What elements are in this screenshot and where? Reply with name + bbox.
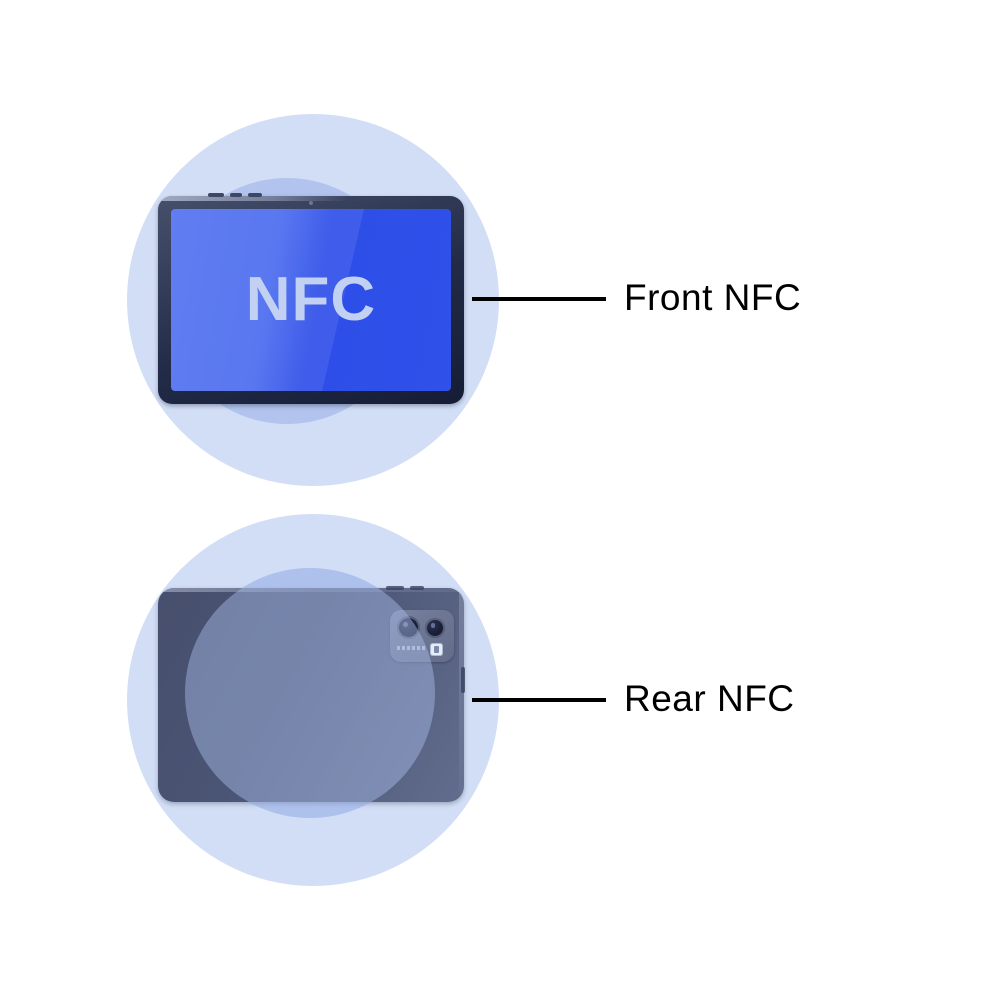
front-nfc-label: Front NFC xyxy=(624,277,802,318)
rear-camera-module xyxy=(390,610,454,662)
front-nfc-illustration: NFC Front NFC xyxy=(127,114,802,486)
front-nfc-leader-line xyxy=(472,297,606,301)
rear-tablet-device xyxy=(158,588,464,802)
front-top-button-icon-3 xyxy=(248,193,262,197)
camera-lens-icon-2 xyxy=(425,618,445,638)
rear-nfc-leader-line xyxy=(472,698,606,702)
camera-flash-icon xyxy=(430,643,443,656)
camera-lens-icon xyxy=(397,616,420,639)
front-bezel-highlight xyxy=(158,196,464,201)
rear-right-highlight xyxy=(459,588,464,802)
rear-top-button-icon xyxy=(386,586,404,590)
front-tablet-device: NFC xyxy=(158,196,464,404)
rear-nfc-field-inner-overlay xyxy=(185,568,435,818)
camera-branding-text xyxy=(397,646,427,650)
front-camera-icon xyxy=(309,201,313,205)
screen-nfc-label: NFC xyxy=(245,265,377,334)
rear-top-highlight xyxy=(158,588,464,592)
front-tablet-screen: NFC xyxy=(171,209,451,391)
rear-nfc-illustration: Rear NFC xyxy=(0,500,1000,1000)
front-top-button-icon xyxy=(208,193,224,197)
rear-top-button-icon-2 xyxy=(410,586,424,590)
rear-nfc-label: Rear NFC xyxy=(624,678,795,719)
front-top-button-icon-2 xyxy=(230,193,242,197)
rear-side-button-icon xyxy=(461,667,465,693)
